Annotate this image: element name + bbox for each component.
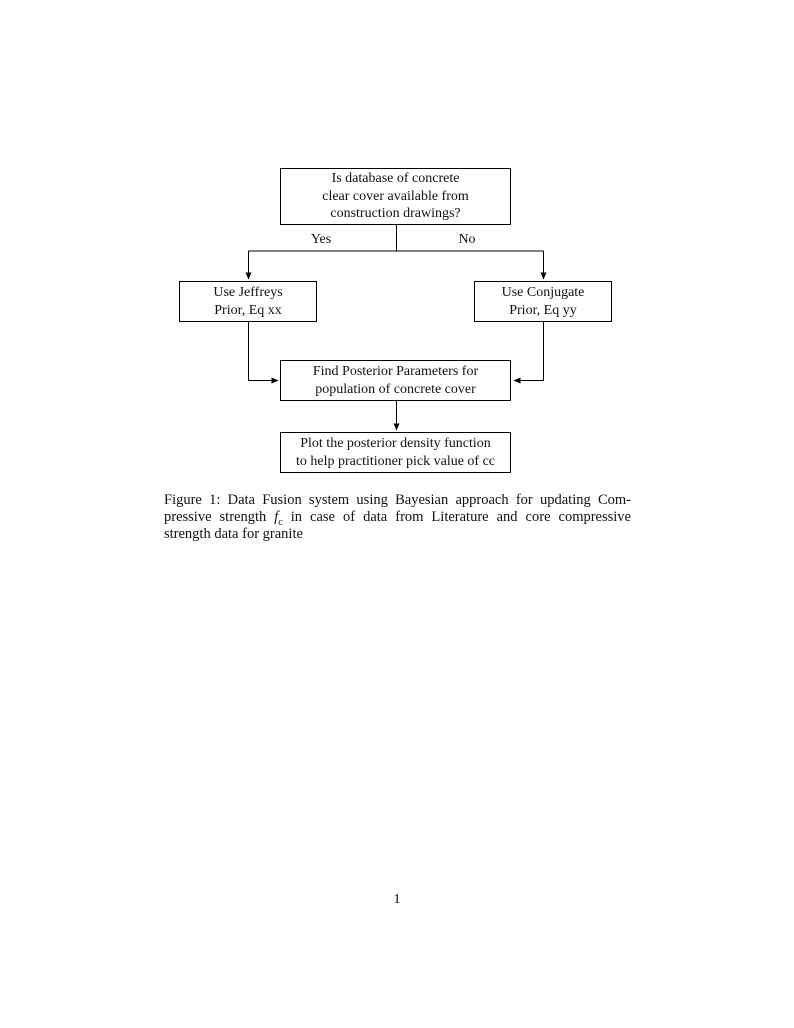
caption-line-2: pressive strength fc in case of data fro… xyxy=(164,509,631,529)
flowchart-node-posterior-parameters: Find Posterior Parameters for population… xyxy=(280,360,511,401)
caption-line-2-pre: pressive strength xyxy=(164,509,275,526)
caption-line-1: Figure 1: Data Fusion system using Bayes… xyxy=(164,492,631,508)
flowchart-node-conjugate-prior: Use Conjugate Prior, Eq yy xyxy=(474,281,612,322)
figure-caption: Figure 1: Data Fusion system using Bayes… xyxy=(164,492,631,544)
edge-label-no: No xyxy=(458,232,476,247)
math-subscript-c: c xyxy=(278,517,283,529)
page-number: 1 xyxy=(393,892,401,907)
caption-line-2-post: in case of data from Literature and core… xyxy=(282,509,631,526)
edge-conjugate-to-posterior xyxy=(513,322,544,384)
flowchart-node-decision: Is database of concrete clear cover avai… xyxy=(280,168,511,225)
flowchart-node-jeffreys-prior: Use Jeffreys Prior, Eq xx xyxy=(179,281,317,322)
caption-line-3: strength data for granite xyxy=(164,526,303,543)
flowchart-node-plot-density: Plot the posterior density function to h… xyxy=(280,432,511,473)
edge-jeffreys-to-posterior xyxy=(248,322,279,384)
edge-label-yes: Yes xyxy=(310,232,332,247)
math-symbol-fc: f xyxy=(274,509,279,526)
